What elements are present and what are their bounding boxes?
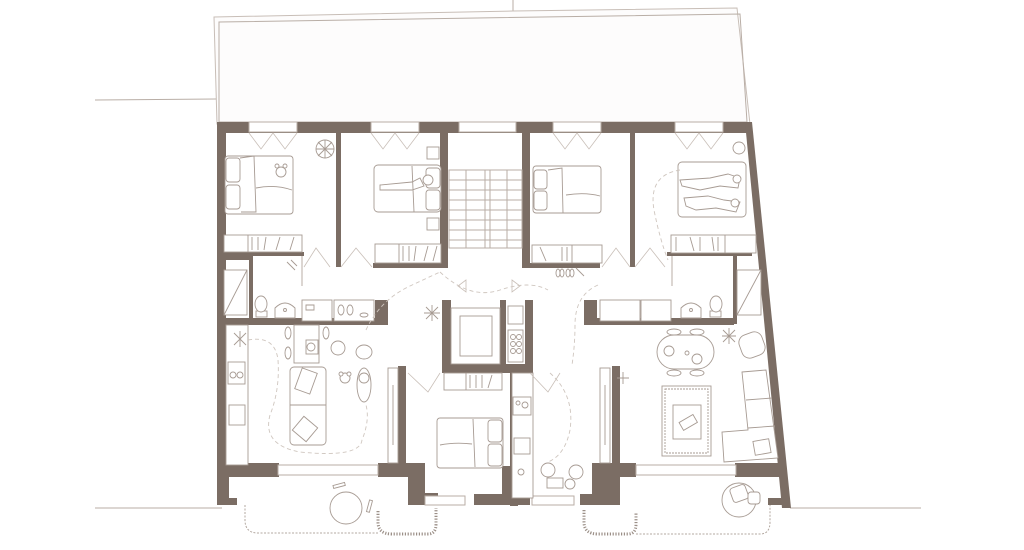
toilet [254, 295, 268, 318]
kitchen-middle [511, 367, 611, 499]
bedroom-2 [340, 146, 442, 268]
dining-table [656, 328, 715, 377]
windows-top [248, 121, 724, 133]
elevator [450, 305, 524, 365]
stairs [448, 169, 523, 249]
bedroom-3 [531, 165, 631, 278]
wardrobe [670, 234, 757, 254]
bedroom-1 [223, 139, 335, 268]
bathroom-left [223, 256, 375, 322]
two-persons-lying-icon [679, 173, 742, 213]
armchair [738, 331, 766, 359]
bedroom-middle [407, 372, 504, 469]
toilet [709, 295, 723, 318]
balcony-left [244, 481, 438, 536]
balcony-table-left [329, 481, 374, 525]
site-lines [94, 0, 921, 509]
cabinet [333, 299, 375, 322]
bathroom-right [599, 256, 762, 322]
double-bed [436, 417, 504, 469]
kitchen-counter [511, 372, 534, 499]
plant-icon [424, 305, 440, 321]
sink [274, 302, 296, 319]
window-swings [248, 132, 724, 150]
sliding-door [599, 367, 611, 464]
washing-machine [640, 299, 672, 322]
windows-bottom [277, 464, 737, 506]
dining-table [284, 324, 330, 364]
double-bed [532, 165, 602, 214]
double-bed [677, 161, 747, 218]
living-left [225, 271, 441, 466]
shower [736, 269, 762, 316]
washing-machine [301, 299, 333, 322]
plant-icon [617, 372, 629, 384]
armchair-with-person [355, 344, 373, 403]
balcony-table-right [721, 482, 761, 518]
plant-icon [315, 139, 335, 159]
balcony-right [582, 482, 771, 536]
bedroom-4 [634, 141, 757, 268]
kitchen-counter [225, 324, 249, 466]
shower [223, 269, 248, 316]
sliding-door [387, 367, 399, 464]
toy-icon [338, 371, 352, 384]
sofa [289, 366, 327, 446]
plant-icon [722, 328, 736, 344]
stair-core [424, 169, 549, 365]
cabinet [599, 299, 641, 322]
sink [680, 302, 702, 319]
plant-icon [233, 331, 247, 347]
shoes-icon [555, 267, 585, 278]
double-bed [373, 164, 442, 213]
wardrobe [443, 372, 503, 391]
rug [661, 385, 712, 457]
roof-terrace [213, 7, 751, 125]
wardrobe [531, 244, 603, 264]
double-bed [224, 155, 294, 215]
persons-at-table [540, 462, 584, 490]
teddy-icon [274, 163, 288, 178]
person-lying-icon [379, 174, 434, 191]
living-right [571, 284, 779, 463]
sofa [721, 369, 779, 463]
wardrobe [223, 234, 303, 253]
shoes-icon [286, 259, 298, 271]
wardrobe [374, 243, 442, 264]
